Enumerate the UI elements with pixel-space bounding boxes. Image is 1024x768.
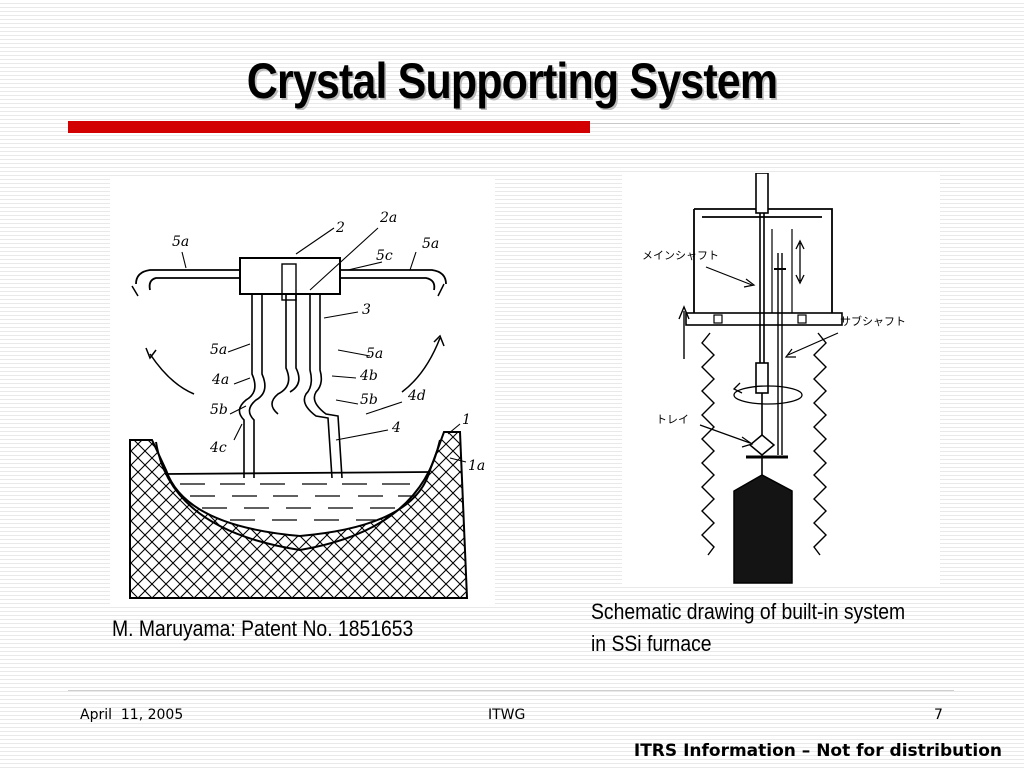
title-gray-rule xyxy=(590,123,960,124)
label-2: 2 xyxy=(335,220,345,236)
lift-arrow xyxy=(678,305,690,359)
label-3: 3 xyxy=(362,302,371,318)
caption-right-line1: Schematic drawing of built-in system xyxy=(591,599,906,624)
label-4d: 4d xyxy=(407,388,426,404)
sub-shaft-label: サブシャフト xyxy=(840,314,906,328)
footer-rule xyxy=(68,690,954,691)
label-4c: 4c xyxy=(209,440,227,456)
bellows-right xyxy=(813,332,827,556)
tray-label: トレイ xyxy=(656,413,689,426)
footer-center: ITWG xyxy=(488,707,526,723)
furnace-schematic: メインシャフト サブシャフト トレイ xyxy=(642,172,906,584)
sub-shaft xyxy=(777,253,783,455)
label-5c: 5c xyxy=(376,248,393,264)
left-arm xyxy=(135,269,240,291)
label-2a: 2a xyxy=(379,210,397,226)
label-4: 4 xyxy=(391,420,401,436)
caption-right: Schematic drawing of built-in system in … xyxy=(591,596,978,660)
label-1a: 1a xyxy=(468,458,485,474)
slide-title: Crystal Supporting System xyxy=(246,53,778,109)
main-shaft xyxy=(755,172,769,214)
footer-page-number: 7 xyxy=(934,707,943,723)
right-arm xyxy=(340,269,447,291)
caption-left: M. Maruyama: Patent No. 1851653 xyxy=(112,616,414,641)
tray-cone xyxy=(748,434,776,456)
caption-right-line2: in SSi furnace xyxy=(591,631,712,656)
footer-date: April 11, 2005 xyxy=(80,707,184,723)
bellows-left xyxy=(701,332,715,556)
footer-disclaimer: ITRS Information – Not for distribution xyxy=(633,741,1002,761)
crucible-wall xyxy=(129,431,469,599)
melt-surface xyxy=(164,471,431,475)
label-1: 1 xyxy=(462,412,471,428)
crystal-ingot xyxy=(733,474,793,584)
hanging-rods xyxy=(238,294,300,478)
label-5a-right: 5a xyxy=(366,346,383,362)
melt-dashes xyxy=(180,483,415,521)
crucible-inner-wall xyxy=(155,439,441,552)
label-5a-left: 5a xyxy=(210,342,227,358)
patent-drawing: 5a 2 2a 5c 5a 3 5a 4a 5b 4c 5a 4b 5b 4d … xyxy=(129,210,485,599)
label-5b-right: 5b xyxy=(360,392,378,408)
label-5a-top-right: 5a xyxy=(422,236,439,252)
label-5b-left: 5b xyxy=(210,402,228,418)
label-4a: 4a xyxy=(211,372,229,388)
main-shaft-label: メインシャフト xyxy=(642,249,719,262)
title-red-rule xyxy=(68,121,590,133)
patent-drawing-figure: 5a 2 2a 5c 5a 3 5a 4a 5b 4c 5a 4b 5b 4d … xyxy=(110,178,495,606)
label-5a-top-left: 5a xyxy=(172,234,189,250)
upper-frame xyxy=(693,208,833,313)
label-4b: 4b xyxy=(359,368,378,384)
furnace-schematic-figure: メインシャフト サブシャフト トレイ xyxy=(622,172,940,585)
